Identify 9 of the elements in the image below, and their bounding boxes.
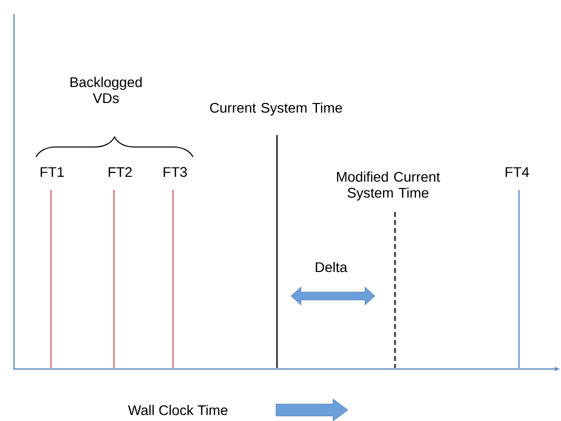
axis-label: Wall Clock Time	[128, 404, 228, 416]
marker-label: FT2	[108, 167, 132, 177]
marker-label: FT3	[164, 167, 187, 177]
group-label: Backlogged VDs	[70, 76, 142, 104]
delta-label: Delta	[316, 262, 348, 272]
marker-label: Current System Time	[210, 102, 342, 116]
marker-label: FT4	[506, 167, 530, 177]
marker-label: Modified Current System Time	[337, 171, 440, 201]
marker-label: FT1	[40, 167, 64, 177]
